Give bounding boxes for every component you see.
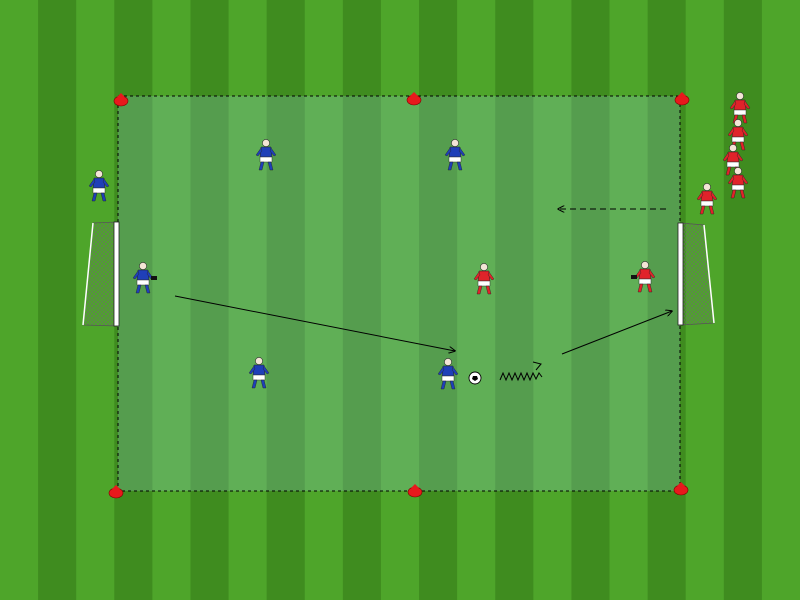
grass-stripe <box>723 0 763 600</box>
grass-stripe <box>0 0 39 600</box>
grass-stripe <box>38 0 77 600</box>
grass-stripe <box>609 0 649 600</box>
grass-stripe <box>419 0 458 600</box>
grass-stripe <box>342 0 382 600</box>
dribble-arrowhead <box>532 361 542 371</box>
grass-stripe <box>761 0 800 600</box>
cone <box>113 93 129 107</box>
grass-stripe <box>571 0 611 600</box>
grass-stripe <box>304 0 344 600</box>
pass-arrow <box>174 295 455 351</box>
dribble-arrow <box>499 371 543 382</box>
drill-area <box>117 95 681 492</box>
red-goalkeeper <box>631 261 656 293</box>
goal-left <box>82 221 120 327</box>
grass-stripe <box>457 0 496 600</box>
cone <box>406 92 422 106</box>
grass-stripe <box>495 0 534 600</box>
cone <box>407 484 423 498</box>
cone <box>108 485 124 499</box>
ball <box>468 371 482 385</box>
cone <box>673 482 689 496</box>
blue-goalkeeper <box>132 262 157 294</box>
goal-right <box>677 222 715 326</box>
grass-stripe <box>266 0 306 600</box>
grass-stripe <box>152 0 191 600</box>
shot-arrow <box>561 311 672 355</box>
cone <box>674 92 690 106</box>
grass-stripe <box>533 0 572 600</box>
grass-stripe <box>228 0 268 600</box>
